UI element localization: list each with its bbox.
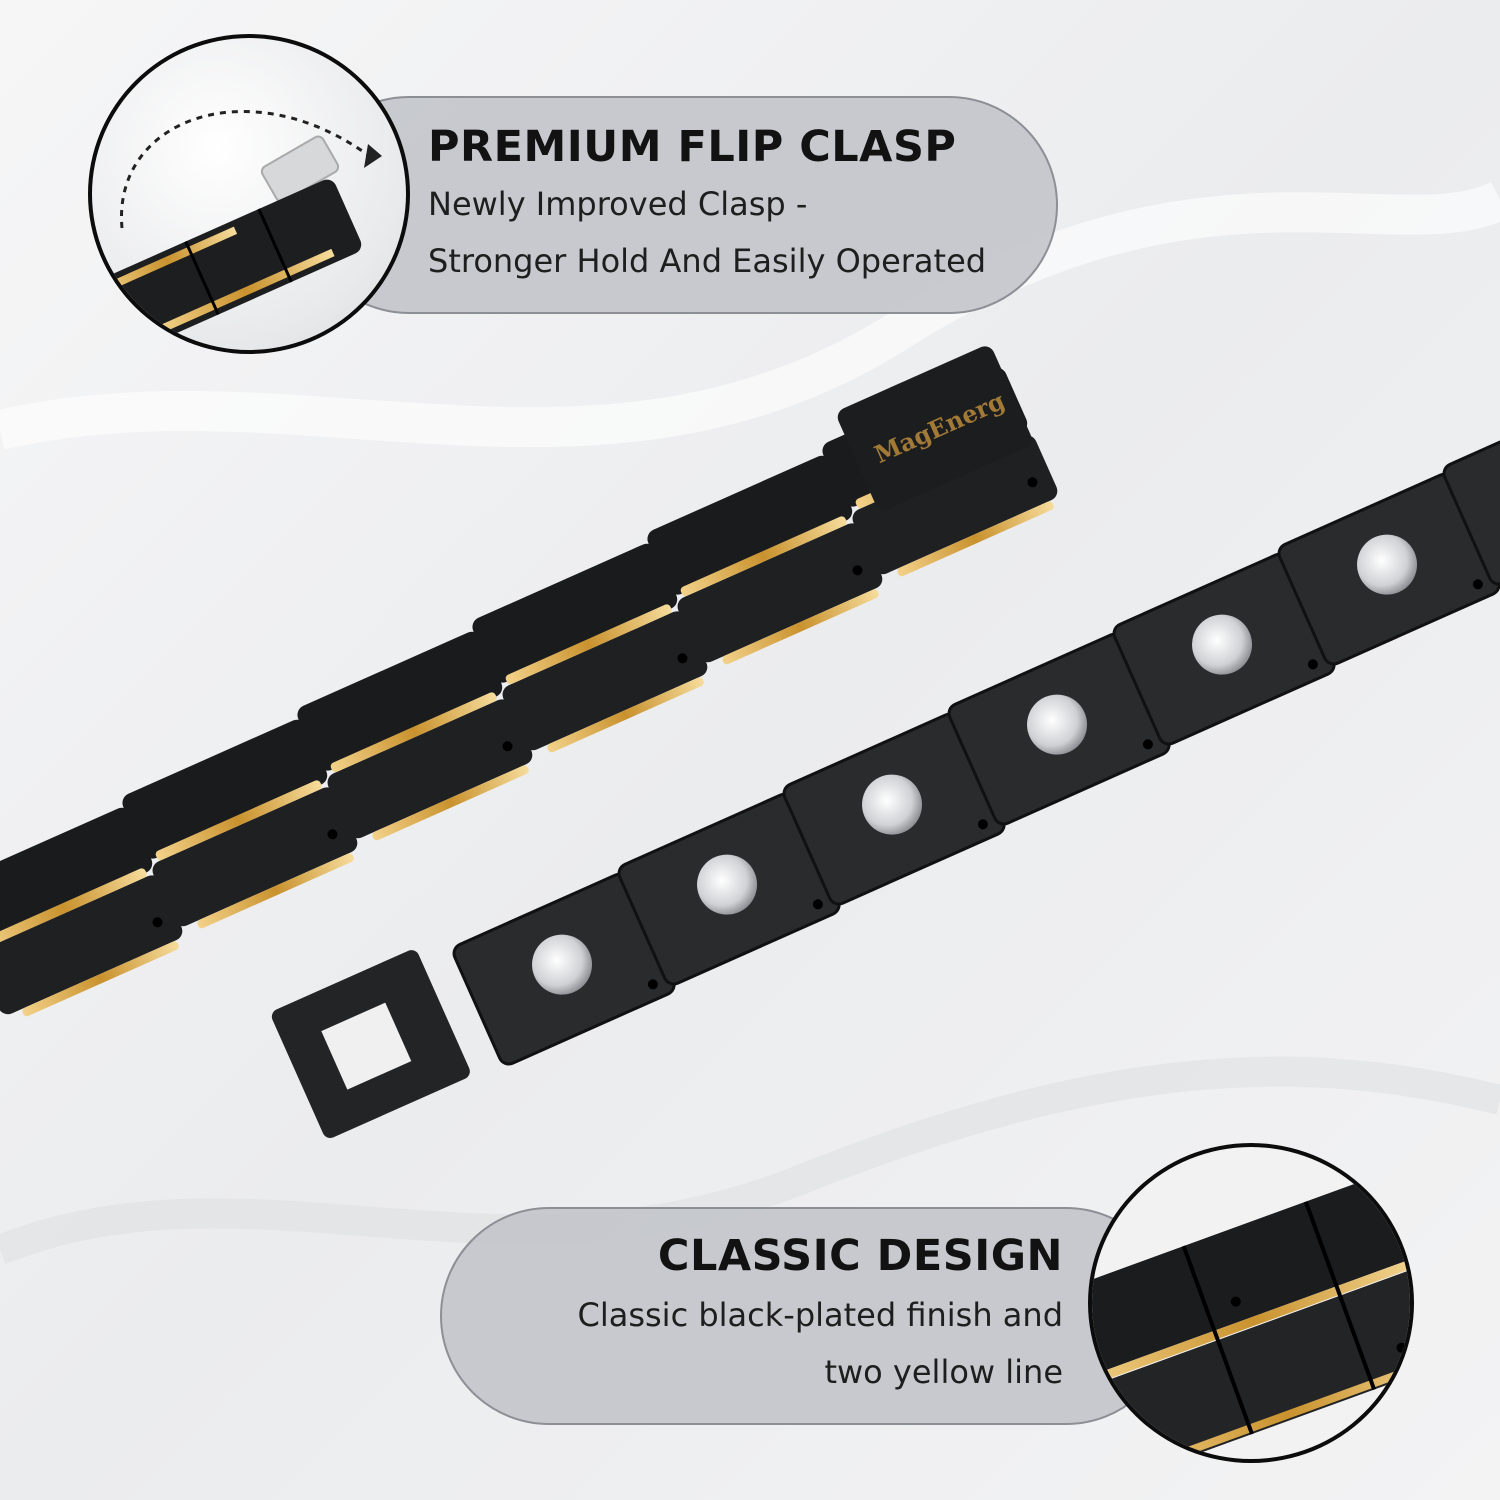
magnet-icon [1357, 534, 1418, 595]
gold-bracelet-link [122, 719, 358, 929]
bracelet-open-end [271, 950, 470, 1138]
bracelet-clasp: MagEnerg [837, 346, 1032, 510]
arrow-head-icon [364, 144, 382, 168]
silk-fold [0, 1056, 1500, 1264]
gold-bracelet-link [647, 455, 883, 665]
gold-bracelet-link [472, 543, 708, 753]
flip-arrow-icon [120, 110, 373, 229]
magnet-icon [1192, 614, 1253, 675]
callout-text-line: Classic black-plated finish and [577, 1296, 1063, 1334]
magnet-icon [532, 934, 593, 995]
magnet-icon [1027, 694, 1088, 755]
callout-text-line: Stronger Hold And Easily Operated [428, 242, 987, 280]
callout-title: PREMIUM FLIP CLASP [428, 122, 957, 172]
magnetic-bracelet-link [947, 632, 1171, 826]
gold-stripe-bracelet [0, 367, 1058, 1017]
callout-text-line: Newly Improved Clasp - [428, 185, 808, 223]
gold-bracelet-link [0, 807, 183, 1017]
callout-title: CLASSIC DESIGN [657, 1231, 1063, 1281]
zoom-circle-clasp [88, 34, 410, 354]
callout-text-line: two yellow line [824, 1353, 1063, 1391]
silk-fold [0, 181, 1500, 450]
gold-bracelet-link [297, 631, 533, 841]
zoom-circle-design [1088, 1143, 1414, 1463]
callout-classic-design: CLASSIC DESIGN Classic black-plated fini… [440, 1207, 1175, 1425]
callout-flip-clasp: PREMIUM FLIP CLASP Newly Improved Clasp … [300, 96, 1058, 314]
magnetic-bracelet-link [1277, 472, 1500, 666]
magnetic-bracelet-link [1442, 392, 1500, 586]
magnetic-bracelet-link [1112, 552, 1336, 746]
magnet-icon [862, 774, 923, 835]
magnetic-bracelet-link [782, 712, 1006, 906]
magnet-icon [697, 854, 758, 915]
magnetic-bracelet [452, 392, 1500, 1066]
